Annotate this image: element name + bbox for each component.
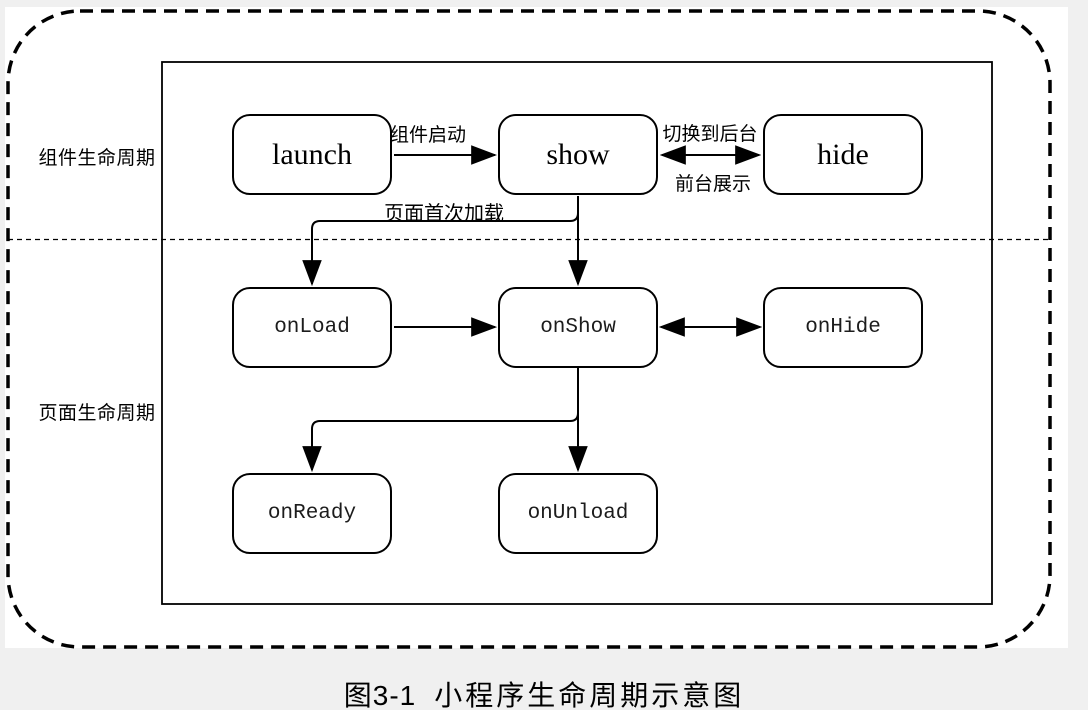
- edge-onshow-to-onready: [302, 369, 579, 473]
- node-onunload: onUnload: [498, 473, 658, 554]
- node-hide: hide: [763, 114, 923, 195]
- node-show-label: show: [546, 137, 610, 171]
- section-label-component-lifecycle: 组件生命周期: [38, 148, 156, 169]
- edge-label-page-first-load: 页面首次加载: [384, 203, 504, 225]
- figure-caption: 图3-1 小程序生命周期示意图: [0, 674, 1088, 710]
- edge-label-foreground-display: 前台展示: [674, 174, 751, 195]
- figure-caption-title: 小程序生命周期示意图: [434, 681, 745, 710]
- node-onshow: onShow: [498, 287, 658, 368]
- node-onshow-label: onShow: [540, 316, 616, 339]
- node-onready: onReady: [232, 473, 392, 554]
- edge-show-to-onload: [302, 197, 579, 287]
- outer-dashed-border: [6, 9, 1052, 649]
- node-onhide-label: onHide: [805, 316, 881, 339]
- section-label-page-lifecycle: 页面生命周期: [38, 403, 156, 424]
- node-launch: launch: [232, 114, 392, 195]
- inner-frame: [161, 61, 993, 605]
- edge-label-switch-to-background: 切换到后台: [662, 124, 758, 145]
- node-launch-label: launch: [272, 137, 352, 171]
- node-onunload-label: onUnload: [527, 502, 629, 525]
- edge-label-component-start: 组件启动: [389, 125, 466, 146]
- node-onhide: onHide: [763, 287, 923, 368]
- figure-caption-number: 图3-1: [343, 680, 417, 710]
- node-show: show: [498, 114, 658, 195]
- node-onready-label: onReady: [267, 502, 357, 525]
- node-onload-label: onLoad: [274, 316, 350, 339]
- node-hide-label: hide: [817, 137, 869, 171]
- node-onload: onLoad: [232, 287, 392, 368]
